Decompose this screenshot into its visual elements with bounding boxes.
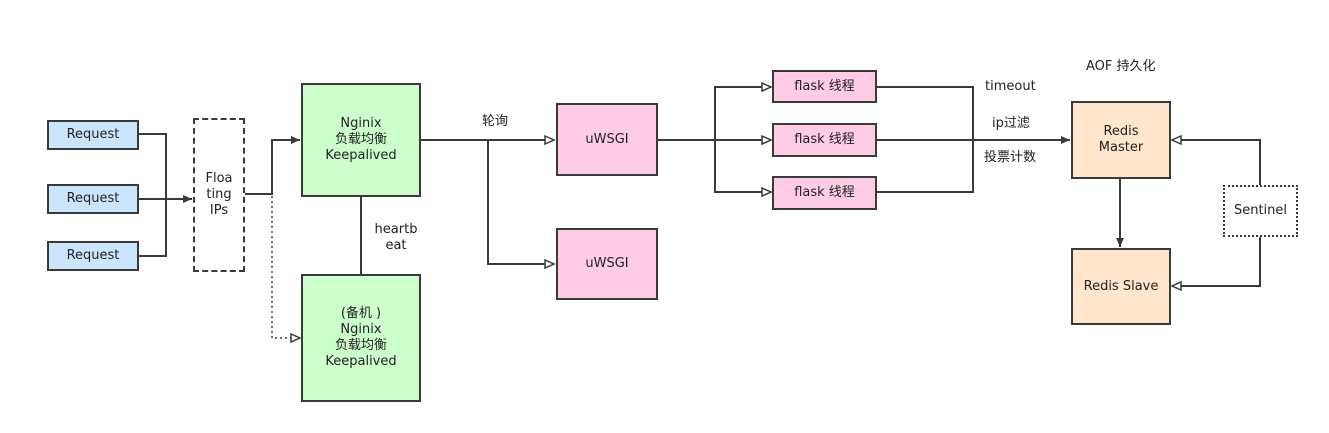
uwsgi-node-2: uWSGI	[556, 228, 658, 300]
redis-slave-node: Redis Slave	[1071, 248, 1171, 325]
edge-flask1-to-bus	[876, 86, 974, 140]
floating-ips-node: Floa ting IPs	[193, 118, 245, 272]
edge-sentinel-to-master	[1172, 140, 1261, 185]
aof-persistence-label: AOF 持久化	[1086, 59, 1156, 74]
vote-count-label: 投票计数	[984, 150, 1037, 165]
request-node-2: Request	[47, 184, 139, 214]
round-robin-label: 轮询	[482, 114, 509, 129]
nginx-primary-node: Nginix 负载均衡 Keepalived	[301, 83, 421, 197]
sentinel-node: Sentinel	[1223, 185, 1298, 237]
flask-thread-node-1: flask 线程	[772, 70, 877, 103]
edge-uwsgi-to-flask1	[714, 87, 771, 140]
redis-master-node: Redis Master	[1071, 101, 1171, 179]
request-node-1: Request	[47, 120, 139, 150]
edge-request3-bus	[138, 199, 167, 257]
heartbeat-label: heartb eat	[374, 222, 418, 253]
ip-filter-label: ip过滤	[992, 116, 1030, 131]
timeout-label: timeout	[985, 79, 1036, 94]
flask-thread-node-2: flask 线程	[772, 123, 877, 157]
edge-flask3-to-bus	[876, 140, 974, 193]
nginx-backup-node: (备机 ) Nginix 负载均衡 Keepalived	[301, 274, 421, 402]
edge-floating-to-backup	[244, 193, 300, 338]
uwsgi-node-1: uWSGI	[556, 103, 658, 176]
edge-nginx-to-uwsgi2	[487, 140, 554, 264]
request-node-3: Request	[47, 241, 139, 271]
edge-uwsgi-to-flask3	[714, 140, 771, 192]
edge-sentinel-to-slave	[1172, 236, 1261, 286]
flask-thread-node-3: flask 线程	[772, 176, 877, 210]
edge-floating-to-nginx	[244, 136, 300, 195]
edge-request1-bus	[138, 133, 167, 199]
